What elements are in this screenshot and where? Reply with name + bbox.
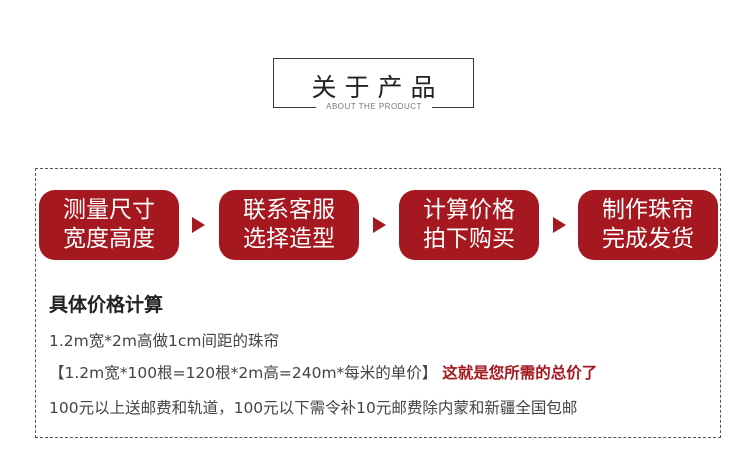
step-measure: 测量尺寸 宽度高度	[39, 190, 179, 260]
step-contact: 联系客服 选择造型	[219, 190, 359, 260]
step-deliver: 制作珠帘 完成发货	[578, 190, 718, 260]
shipping-note: 100元以上送邮费和轨道，100元以下需令补10元邮费除内蒙和新疆全国包邮	[49, 399, 578, 417]
title-divider-gap	[316, 102, 432, 112]
step-deliver-line1: 制作珠帘	[602, 197, 694, 223]
pricing-formula-highlight: 这就是您所需的总价了	[442, 364, 598, 382]
step-measure-line2: 宽度高度	[63, 226, 155, 252]
step-calculate-line2: 拍下购买	[423, 226, 515, 252]
process-panel	[35, 168, 721, 438]
section-subtitle: ABOUT THE PRODUCT	[326, 102, 422, 111]
pricing-example: 1.2m宽*2m高做1cm间距的珠帘	[49, 332, 279, 350]
arrow-right-icon	[553, 217, 566, 233]
step-contact-line2: 选择造型	[243, 226, 335, 252]
arrow-right-icon	[192, 217, 205, 233]
step-contact-line1: 联系客服	[243, 197, 335, 223]
section-title: 关于产品	[311, 73, 444, 102]
step-deliver-line2: 完成发货	[602, 226, 694, 252]
step-calculate: 计算价格 拍下购买	[399, 190, 539, 260]
pricing-formula: 【1.2m宽*100根=120根*2m高=240m*每米的单价】	[49, 364, 438, 382]
step-measure-line1: 测量尺寸	[63, 197, 155, 223]
pricing-formula-line: 【1.2m宽*100根=120根*2m高=240m*每米的单价】 这就是您所需的…	[49, 361, 597, 383]
step-calculate-line1: 计算价格	[423, 197, 515, 223]
pricing-heading: 具体价格计算	[49, 294, 164, 316]
section-title-box: 关于产品	[273, 58, 474, 108]
arrow-right-icon	[373, 217, 386, 233]
